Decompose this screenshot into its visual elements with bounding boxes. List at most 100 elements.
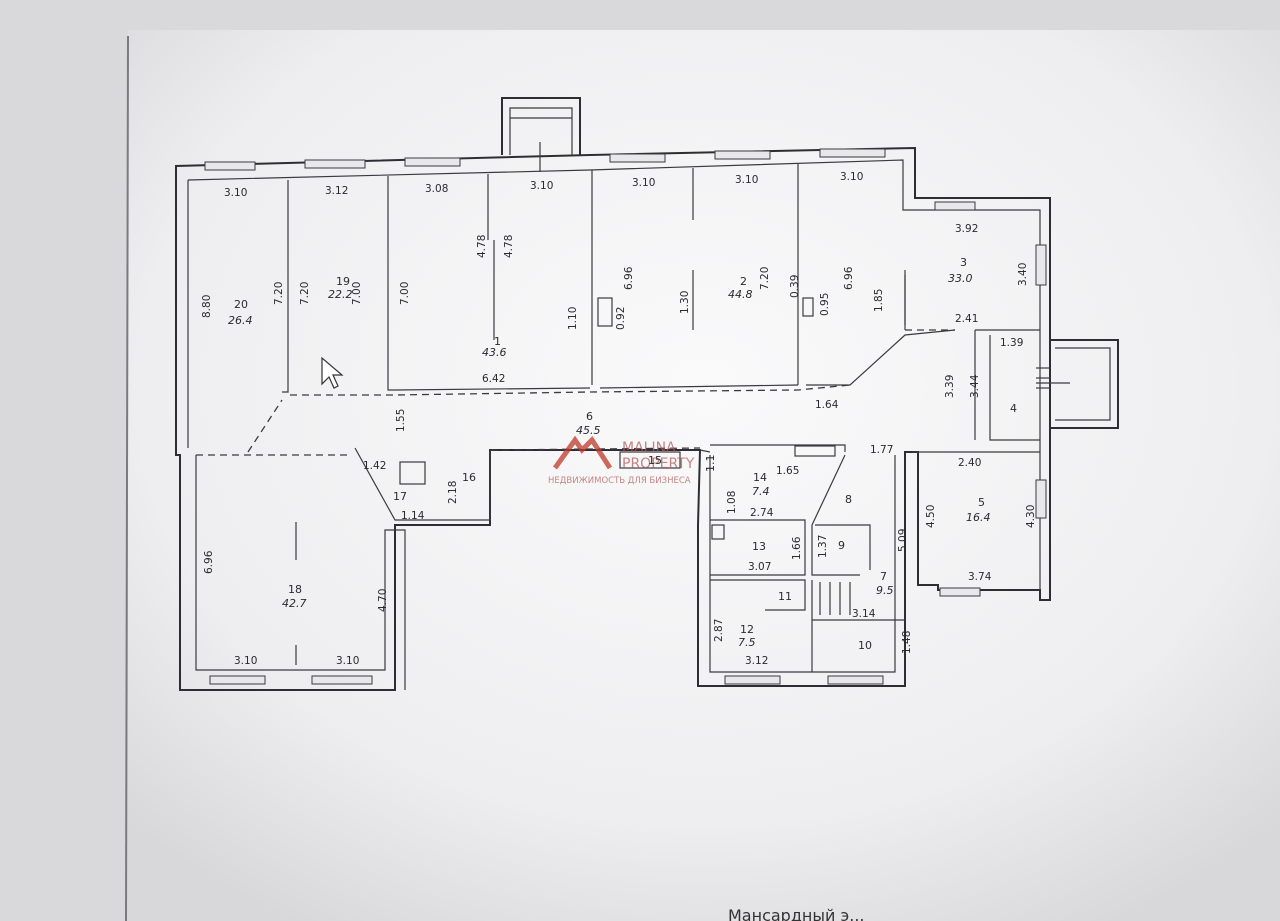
- dimension: 7.20: [273, 282, 285, 305]
- watermark: MALINA PROPERTY НЕДВИЖИМОСТЬ ДЛЯ БИЗНЕСА: [548, 435, 695, 486]
- paper-edge: [125, 35, 129, 921]
- dimension: 3.92: [955, 223, 978, 235]
- room-number: 14: [753, 471, 767, 484]
- dimension: 7.00: [351, 282, 363, 305]
- dimension: 1.65: [776, 465, 799, 477]
- dimension: 4.30: [1025, 505, 1037, 528]
- room-number: 11: [778, 590, 792, 603]
- dimension: 3.10: [530, 180, 553, 192]
- dimension: 1.14: [401, 510, 425, 522]
- dimension: 6.42: [482, 373, 505, 385]
- mouse-cursor-icon: [321, 356, 344, 389]
- room-number: 19: [336, 275, 350, 288]
- room-number: 6: [586, 410, 593, 423]
- dimension: 3.10: [632, 177, 655, 189]
- dimension-labels: 3.10 3.12 3.08 3.10 3.10 3.10 3.10 3.92 …: [201, 171, 1037, 667]
- room-area: 43.6: [482, 346, 507, 359]
- dimension: 3.14: [852, 608, 876, 620]
- room-number: 16: [462, 471, 476, 484]
- watermark-line1: MALINA: [622, 440, 676, 456]
- dimension: 1.85: [873, 289, 885, 312]
- dimension: 7.20: [299, 282, 311, 305]
- balcony: [501, 97, 581, 172]
- dimension: 1.64: [815, 399, 839, 411]
- dimension: 2.74: [750, 507, 774, 519]
- dimension: 5.09: [897, 529, 909, 552]
- windows: [204, 148, 1047, 685]
- paper-sheet: [128, 30, 1280, 921]
- room-number: 9: [838, 539, 845, 552]
- dimension: 4.78: [503, 235, 515, 258]
- caption-text: Мансардный э...: [728, 906, 865, 921]
- dimension: 2.87: [713, 619, 725, 642]
- dimension: 3.10: [735, 174, 758, 186]
- dimension: 7.00: [399, 282, 411, 305]
- room-number: 8: [845, 493, 852, 506]
- room-area: 16.4: [966, 511, 991, 524]
- dimension: 3.10: [840, 171, 863, 183]
- dimension: 3.12: [325, 185, 348, 197]
- dimension: 3.10: [234, 655, 257, 667]
- dimension: 3.12: [745, 655, 768, 667]
- room-area: 7.4: [752, 485, 770, 498]
- dimension: 4.70: [377, 589, 389, 612]
- room-number: 13: [752, 540, 766, 553]
- dimension: 1.48: [901, 631, 913, 654]
- room-number: 15: [648, 454, 662, 467]
- interior-walls: [282, 164, 1040, 672]
- room-number: 17: [393, 490, 407, 503]
- dimension: 0.95: [819, 293, 831, 316]
- dimension: 1.77: [870, 444, 893, 456]
- room-number: 7: [880, 570, 887, 583]
- room-number: 12: [740, 623, 754, 636]
- room-number: 2: [740, 275, 747, 288]
- room-number: 10: [858, 639, 872, 652]
- watermark-line2: PROPERTY: [622, 456, 695, 472]
- logo-mark-icon: [552, 435, 613, 470]
- dimension: 3.07: [748, 561, 771, 573]
- dimension: 6.96: [203, 550, 215, 574]
- dimension: 1.08: [726, 491, 738, 514]
- room-area: 42.7: [282, 597, 307, 610]
- room-area: 44.8: [728, 288, 753, 301]
- dimension: 2.18: [447, 481, 459, 504]
- porch: [1036, 339, 1119, 429]
- dimension: 4.50: [925, 505, 937, 528]
- dimension: 6.96: [623, 266, 635, 290]
- dimension: 1.66: [791, 536, 803, 560]
- room-number: 18: [288, 583, 302, 596]
- room-area: 7.5: [738, 636, 756, 649]
- watermark-tagline: НЕДВИЖИМОСТЬ ДЛЯ БИЗНЕСА: [548, 476, 691, 486]
- dimension: 1.55: [395, 409, 407, 432]
- room-area: 26.4: [228, 314, 253, 327]
- dimension: 1.30: [679, 291, 691, 314]
- dimension: 0.39: [789, 275, 801, 298]
- room-area: 33.0: [948, 272, 973, 285]
- dimension: 3.39: [944, 375, 956, 398]
- dimension: 4.78: [476, 235, 488, 258]
- dimension: 3.10: [336, 655, 359, 667]
- dimension: 1.42: [363, 460, 386, 472]
- dimension: 6.96: [843, 266, 855, 290]
- room-number: 3: [960, 256, 967, 269]
- room-area: 45.5: [576, 424, 601, 437]
- dimension: 2.41: [955, 313, 978, 325]
- dimension: 0.92: [615, 307, 627, 330]
- dimension: 3.10: [224, 187, 247, 199]
- dimension: 8.80: [201, 295, 213, 318]
- dashed-boundaries: [196, 329, 955, 456]
- room-number: 5: [978, 496, 985, 509]
- room-number: 4: [1010, 402, 1017, 415]
- room-number: 20: [234, 298, 248, 311]
- dimension: 1.37: [817, 535, 829, 558]
- room-area: 22.2: [328, 288, 353, 301]
- dimension: 7.20: [759, 267, 771, 290]
- dimension: 3.08: [425, 183, 448, 195]
- dimension: 2.40: [958, 457, 981, 469]
- dimension: 3.40: [1017, 263, 1029, 286]
- room-number: 1: [494, 335, 501, 348]
- dimension: 1.10: [567, 307, 579, 330]
- room-number: 1.1: [704, 455, 717, 473]
